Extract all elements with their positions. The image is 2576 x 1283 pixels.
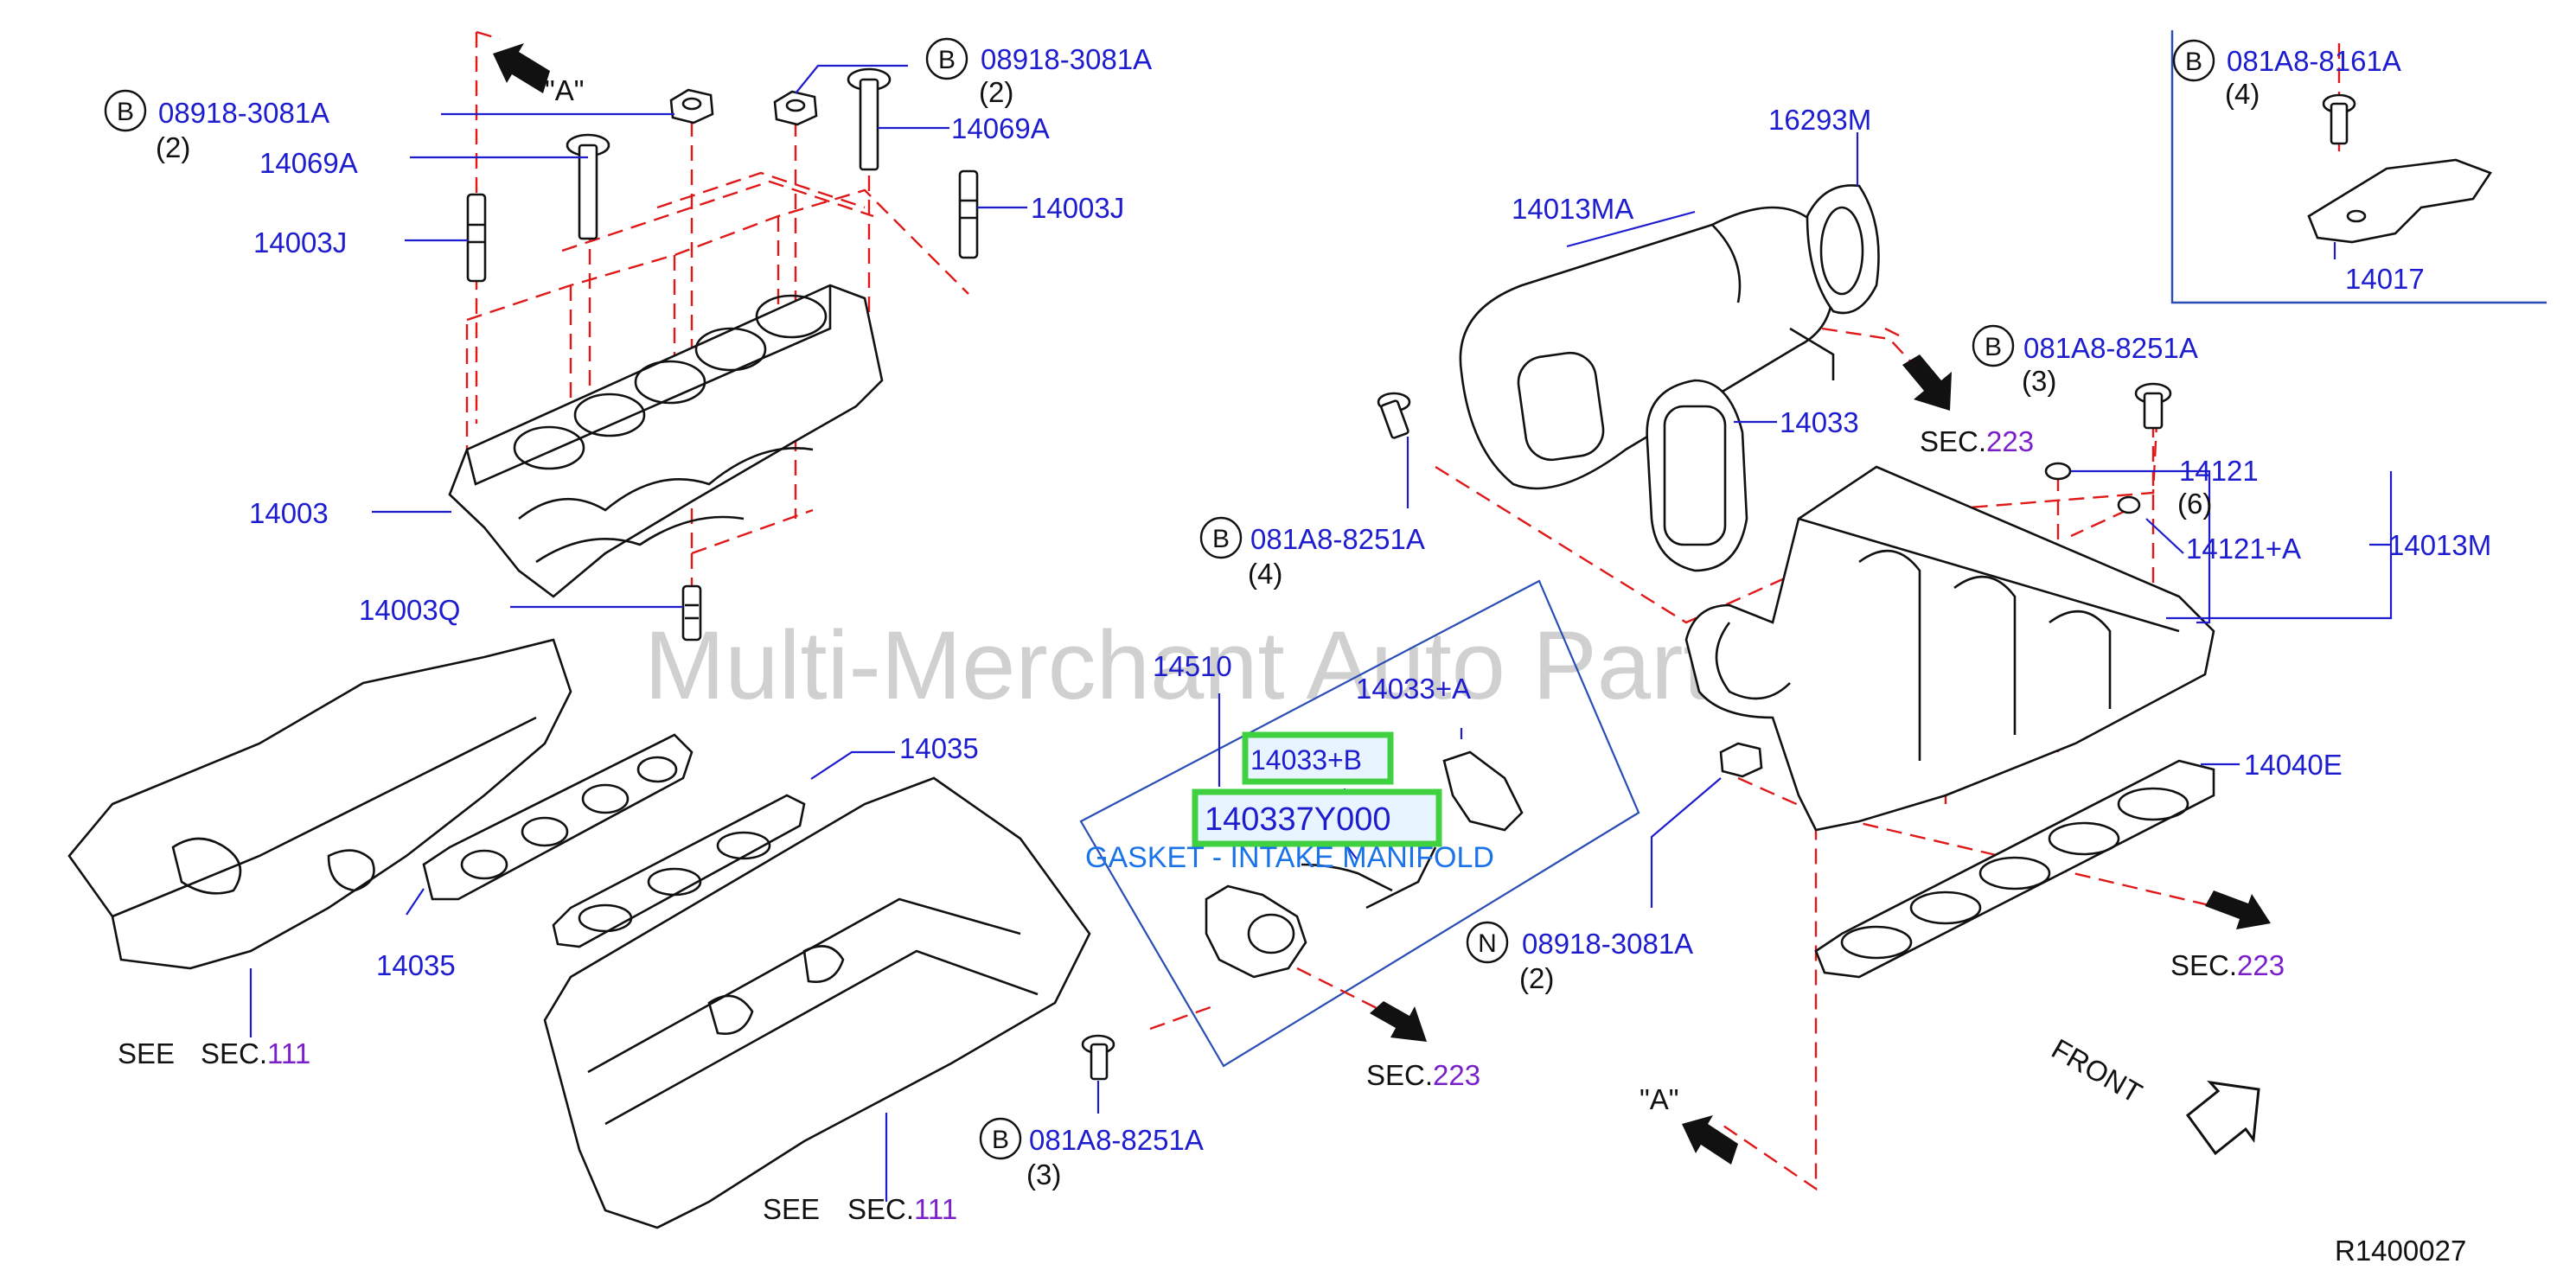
svg-text:B: B — [992, 1126, 1009, 1154]
circle-b-6: B — [979, 1117, 1022, 1160]
highlight-box-14033B[interactable] — [1242, 731, 1394, 785]
qty-top-08918: (2) — [979, 76, 1013, 108]
label-sec223-right[interactable]: SEC.223 — [2170, 949, 2285, 981]
label-14013MA[interactable]: 14013MA — [1512, 193, 1633, 225]
bolt-081A8-8251A-throttle — [1081, 1034, 1115, 1081]
qty-left-08918: (2) — [156, 131, 190, 163]
label-sec223-top[interactable]: SEC.223 — [1920, 425, 2034, 457]
circle-b-5: B — [1199, 516, 1243, 559]
throttle-chamber-14510 — [1205, 750, 1524, 979]
svg-text:B: B — [938, 46, 956, 74]
label-14035-left[interactable]: 14035 — [376, 949, 456, 981]
label-14003J-right[interactable]: 14003J — [1031, 192, 1124, 224]
exhaust-gasket-14035-a — [422, 733, 694, 901]
label-sec111-center[interactable]: SEC.111 — [847, 1193, 957, 1225]
label-14069A-right[interactable]: 14069A — [951, 112, 1050, 144]
highlight-code-14033B[interactable]: 14033+B — [1250, 744, 1362, 776]
bolt-081A8-8251A-plenum — [1377, 392, 1411, 439]
circle-b-4: B — [1972, 324, 2015, 367]
label-081A8-8251A-top[interactable]: 081A8-8251A — [2023, 332, 2198, 364]
qty-throttle-081A8: (3) — [1026, 1159, 1061, 1190]
nut-08918-left — [669, 88, 714, 124]
highlight-description[interactable]: GASKET - INTAKE MANIFOLD — [1085, 841, 1494, 874]
exhaust-gasket-14035-b — [552, 794, 806, 948]
inset-frame — [2170, 30, 2547, 304]
intake-plenum-14013MA — [1459, 206, 1835, 490]
intake-manifold-14013M — [1684, 465, 2215, 832]
arrow-sec223-top-icon — [1902, 354, 1952, 411]
qty-08918-N: (2) — [1519, 962, 1554, 994]
highlight-code-140337Y000[interactable]: 140337Y000 — [1205, 801, 1391, 838]
arrow-a-bottom-icon — [1682, 1115, 1738, 1165]
bolt-14069A-right — [847, 67, 892, 171]
label-a-bottom: "A" — [1640, 1083, 1678, 1115]
bolt-081A8-8161A — [2322, 93, 2356, 145]
cylinder-head-center — [543, 776, 1091, 1229]
svg-text:B: B — [2185, 48, 2202, 76]
qty-081A8-8161A: (4) — [2225, 78, 2260, 110]
circle-b-1: B — [104, 89, 147, 132]
label-16293M[interactable]: 16293M — [1768, 104, 1871, 136]
stud-14003J-right — [958, 169, 979, 259]
plug-14121-A — [2117, 495, 2141, 514]
label-081A8-8161A[interactable]: 081A8-8161A — [2227, 45, 2401, 77]
qty-top-081A8: (3) — [2022, 365, 2056, 397]
plug-14121 — [2044, 462, 2072, 481]
label-14069A-left[interactable]: 14069A — [259, 147, 358, 179]
qty-plenum-081A8: (4) — [1248, 558, 1282, 590]
label-08918-3081A-N[interactable]: 08918-3081A — [1522, 928, 1693, 960]
throttle-gasket-16293M — [1806, 184, 1880, 315]
label-a-top: "A" — [545, 74, 584, 106]
arrow-sec223-throttle-icon — [1370, 1001, 1427, 1042]
svg-text:B: B — [1212, 525, 1230, 553]
bracket-14017 — [2307, 158, 2492, 244]
arrow-a-top-icon — [493, 43, 550, 93]
label-08918-3081A-left[interactable]: 08918-3081A — [158, 97, 329, 129]
label-sec223-throttle[interactable]: SEC.223 — [1366, 1059, 1480, 1091]
label-14121A[interactable]: 14121+A — [2186, 533, 2301, 565]
manifold-gasket-14040E — [1814, 759, 2215, 979]
label-14003Q[interactable]: 14003Q — [359, 594, 460, 626]
label-14040E[interactable]: 14040E — [2244, 749, 2343, 781]
qty-14121: (6) — [2177, 488, 2212, 520]
plenum-gasket-14033 — [1646, 379, 1748, 572]
svg-text:B: B — [1985, 333, 2002, 361]
bolt-081A8-8251A-top — [2134, 382, 2172, 430]
stud-14003Q — [681, 584, 702, 642]
label-14510[interactable]: 14510 — [1153, 650, 1232, 682]
label-see-center: SEE — [763, 1193, 820, 1225]
intake-manifold-14003 — [448, 284, 884, 598]
nut-08918-right — [773, 90, 818, 126]
label-front: FRONT — [2047, 1032, 2148, 1109]
label-14013M[interactable]: 14013M — [2388, 529, 2491, 561]
diagram-code: R1400027 — [2335, 1235, 2466, 1267]
arrow-sec223-right-icon — [2205, 890, 2271, 929]
leader-lines — [249, 64, 2393, 1202]
nut-08918-3081A-N — [1719, 742, 1763, 778]
label-14003J-left[interactable]: 14003J — [253, 227, 347, 259]
circle-n: N — [1466, 921, 1509, 964]
group-14510-frame — [1079, 579, 1640, 1068]
label-14033A[interactable]: 14033+A — [1356, 673, 1471, 705]
label-see-left: SEE — [118, 1037, 175, 1069]
label-14035-top[interactable]: 14035 — [899, 732, 979, 764]
svg-text:N: N — [1478, 929, 1497, 958]
label-081A8-8251A-plenum[interactable]: 081A8-8251A — [1250, 523, 1425, 555]
bolt-14069A-left — [566, 133, 610, 240]
highlight-box-140337Y000[interactable] — [1192, 788, 1442, 847]
label-14033[interactable]: 14033 — [1780, 406, 1859, 438]
label-14121[interactable]: 14121 — [2179, 455, 2259, 487]
label-081A8-8251A-throttle[interactable]: 081A8-8251A — [1029, 1124, 1204, 1156]
label-sec111-left[interactable]: SEC.111 — [201, 1037, 310, 1069]
cylinder-head-left — [67, 638, 572, 970]
svg-text:B: B — [117, 98, 134, 126]
front-arrow-icon — [2185, 1080, 2260, 1156]
circle-b-3: B — [2172, 39, 2215, 82]
circle-b-2: B — [925, 37, 968, 80]
stud-14003J-left — [466, 193, 487, 283]
label-08918-3081A-top[interactable]: 08918-3081A — [981, 43, 1152, 75]
label-14017[interactable]: 14017 — [2345, 263, 2425, 295]
label-14003[interactable]: 14003 — [249, 497, 329, 529]
